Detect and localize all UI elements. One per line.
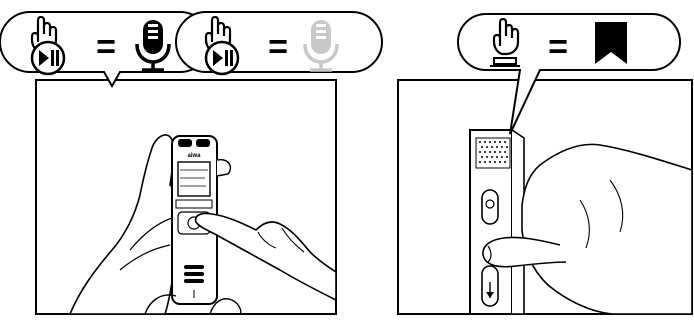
play-pause-icon bbox=[32, 42, 64, 74]
equals-sign: = bbox=[268, 28, 288, 66]
voice-recorder-side bbox=[470, 130, 524, 314]
play-pause-icon bbox=[206, 42, 238, 74]
device-brand-label: aiwa bbox=[187, 153, 201, 159]
equals-sign: = bbox=[96, 28, 116, 66]
callout-record-inactive: = bbox=[176, 12, 382, 74]
left-panel: aiwa bbox=[0, 12, 382, 314]
equals-sign: = bbox=[548, 28, 568, 66]
right-panel: = bbox=[398, 14, 692, 314]
device-side-clip bbox=[217, 160, 230, 176]
